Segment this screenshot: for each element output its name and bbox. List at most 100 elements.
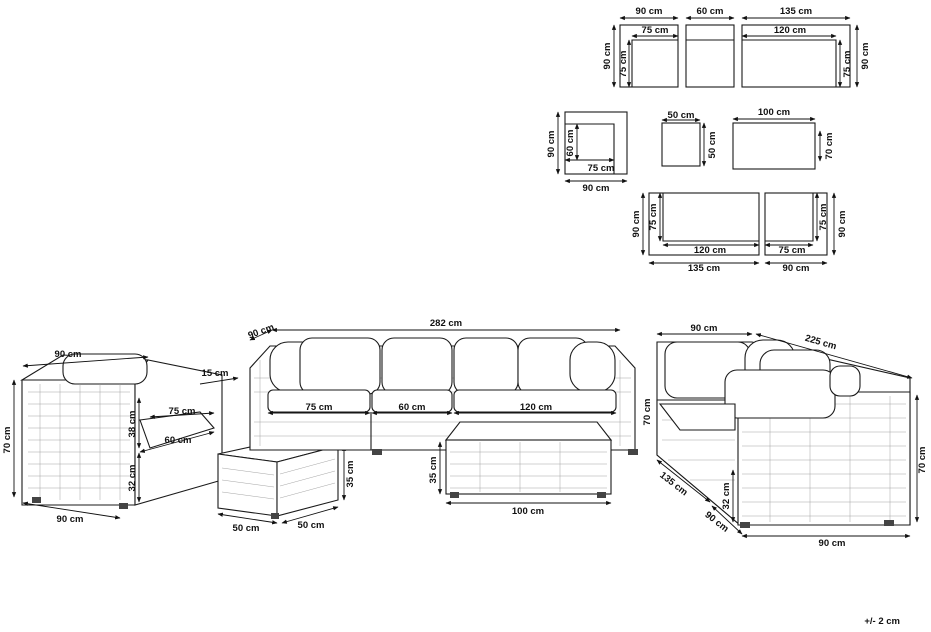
table-body xyxy=(445,439,612,495)
long-module-plan-2-inner xyxy=(662,193,759,242)
table-top xyxy=(444,421,613,441)
dim-arrow xyxy=(755,333,913,379)
corner-module-plan-2-inner xyxy=(765,193,814,242)
dim-label: 32 cm xyxy=(127,465,138,492)
armchair-wicker xyxy=(28,384,130,500)
armchair-front xyxy=(21,379,136,506)
dim-arrow xyxy=(656,459,711,503)
dim-label: 90 cm xyxy=(860,43,871,70)
stool-foot xyxy=(271,513,279,519)
dim-arrow xyxy=(149,411,215,419)
stool-front xyxy=(217,453,278,517)
dim-label: 75 cm xyxy=(588,163,615,174)
dim-label: 90 cm xyxy=(57,514,84,525)
dim-label: 32 cm xyxy=(721,483,732,510)
dim-label: 90 cm xyxy=(691,323,718,334)
dim-arrow xyxy=(281,506,339,524)
dim-label: 120 cm xyxy=(774,25,806,36)
corner-foot xyxy=(740,522,750,528)
dim-label: 75 cm xyxy=(642,25,669,36)
corner-back-cushion xyxy=(724,369,836,419)
tolerance-note: +/- 2 cm xyxy=(864,616,900,627)
corner-back-cushion xyxy=(829,365,861,397)
dim-label: 120 cm xyxy=(520,402,552,413)
plan-row-2: 90 cm 60 cm 75 cm 90 cm 50 cm 50 cm 100 … xyxy=(546,107,835,194)
stool-wicker xyxy=(221,458,336,500)
dim-label: 60 cm xyxy=(165,435,192,446)
dim-label: 60 cm xyxy=(697,6,724,17)
dim-label: 75 cm xyxy=(306,402,333,413)
stool: 35 cm 50 cm 50 cm xyxy=(217,439,356,534)
dim-arrow xyxy=(217,512,278,525)
dim-label: 75 cm xyxy=(648,204,659,231)
dim-label: 90 cm xyxy=(247,322,276,342)
dim-label: 135 cm xyxy=(688,263,720,274)
table-plan xyxy=(732,122,816,170)
dim-label: 38 cm xyxy=(127,411,138,438)
dim-arrow xyxy=(199,376,239,385)
dim-arrow xyxy=(22,501,121,520)
dim-arrow xyxy=(711,505,743,535)
dim-label: 15 cm xyxy=(202,368,229,379)
sofa-foot xyxy=(372,449,382,455)
long-module-inner xyxy=(742,39,837,87)
dim-label: 75 cm xyxy=(779,245,806,256)
dim-label: 90 cm xyxy=(837,211,848,238)
corner-foot xyxy=(884,520,894,526)
dim-label: 75 cm xyxy=(618,51,629,78)
dim-label: 90 cm xyxy=(602,43,613,70)
sofa-back-cushion xyxy=(381,337,453,395)
dim-label: 35 cm xyxy=(428,457,439,484)
dim-label: 100 cm xyxy=(758,107,790,118)
armchair-plan-inner xyxy=(565,123,615,174)
dim-label: 75 cm xyxy=(818,204,829,231)
table-foot xyxy=(450,492,459,498)
dim-label: 60 cm xyxy=(399,402,426,413)
plan-row-1: 90 cm 75 cm 90 cm 75 cm 60 cm 135 cm 120… xyxy=(602,6,871,88)
dim-arrow xyxy=(249,329,273,341)
sofa-back-cushion xyxy=(453,337,519,395)
dim-label: 35 cm xyxy=(345,461,356,488)
armchair-foot xyxy=(32,497,41,503)
dim-label: 50 cm xyxy=(298,520,325,531)
dim-label: 225 cm xyxy=(804,333,838,352)
dim-label: 282 cm xyxy=(430,318,462,329)
dim-label: 100 cm xyxy=(512,506,544,517)
sofa-back-cushion xyxy=(569,341,616,393)
dim-label: 50 cm xyxy=(707,132,718,159)
plan-row-3: 90 cm 75 cm 120 cm 135 cm 75 cm 75 cm 90… xyxy=(631,192,848,274)
corner-seat-cushion xyxy=(658,403,736,431)
middle-module-plan xyxy=(685,24,735,88)
stool-plan xyxy=(661,122,701,167)
dim-label: 90 cm xyxy=(55,349,82,360)
dim-label: 90 cm xyxy=(631,211,642,238)
dim-label: 60 cm xyxy=(565,130,576,157)
dim-label: 50 cm xyxy=(233,523,260,534)
dim-arrow xyxy=(22,355,149,368)
dim-label: 50 cm xyxy=(668,110,695,121)
dim-label: 70 cm xyxy=(917,447,928,474)
dim-label: 135 cm xyxy=(780,6,812,17)
sofa-foot xyxy=(628,449,638,455)
dim-label: 70 cm xyxy=(2,427,13,454)
armchair-foot xyxy=(119,503,128,509)
dim-label: 75 cm xyxy=(169,406,196,417)
dim-label: 70 cm xyxy=(642,399,653,426)
table-wicker xyxy=(450,442,607,492)
coffee-table: 35 cm 100 cm xyxy=(428,421,613,517)
dim-arrow xyxy=(139,431,215,453)
dim-label: 75 cm xyxy=(842,51,853,78)
corner-module-inner xyxy=(631,39,678,87)
dim-label: 120 cm xyxy=(694,245,726,256)
sofa-back-cushion xyxy=(299,337,381,395)
dim-label: 90 cm xyxy=(636,6,663,17)
dim-label: 90 cm xyxy=(583,183,610,194)
dim-label: 90 cm xyxy=(783,263,810,274)
dim-label: 70 cm xyxy=(824,133,835,160)
dim-label: 90 cm xyxy=(819,538,846,549)
dim-label: 90 cm xyxy=(546,131,557,158)
stool-side xyxy=(276,445,339,517)
armchair: 90 cm 70 cm 15 cm 75 cm 60 cm 38 cm 32 c… xyxy=(2,349,239,525)
